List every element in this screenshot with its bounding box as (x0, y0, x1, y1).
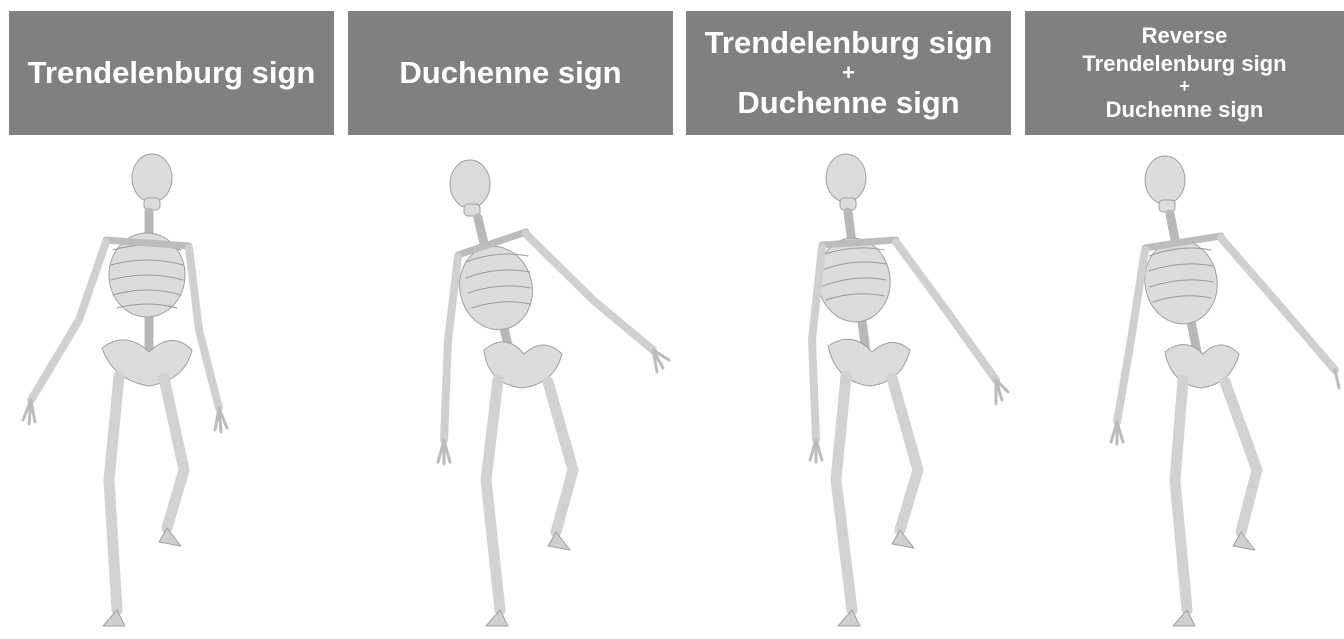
title-line: Trendelenburg sign (28, 55, 316, 91)
panel-title: Duchenne sign (348, 11, 673, 135)
title-line: Duchenne sign (399, 55, 621, 91)
panel-title: Trendelenburg sign (9, 11, 334, 135)
skeleton-figure (686, 140, 1011, 639)
skeleton-reverse-trendelenburg-duchenne-svg (1025, 140, 1344, 639)
skeleton-figure (9, 140, 334, 639)
skeleton-trendelenburg-svg (9, 140, 334, 639)
title-line: Duchenne sign (1106, 96, 1264, 124)
title-line: Trendelenburg sign (1082, 50, 1286, 78)
skeleton-trendelenburg-duchenne-svg (686, 140, 1011, 639)
panel-title: Reverse Trendelenburg sign + Duchenne si… (1025, 11, 1344, 135)
skeleton-duchenne-svg (348, 140, 673, 639)
title-line: Reverse (1142, 22, 1228, 50)
panel-trendelenburg: Trendelenburg sign (9, 0, 334, 639)
skeleton-figure (1025, 140, 1344, 639)
title-line: Duchenne sign (737, 85, 959, 121)
panel-title: Trendelenburg sign + Duchenne sign (686, 11, 1011, 135)
panel-trendelenburg-duchenne: Trendelenburg sign + Duchenne sign (686, 0, 1011, 639)
panel-reverse-trendelenburg-duchenne: Reverse Trendelenburg sign + Duchenne si… (1025, 0, 1344, 639)
title-line: Trendelenburg sign (705, 25, 993, 61)
title-line: + (1179, 77, 1190, 96)
title-line: + (842, 61, 855, 85)
panel-duchenne: Duchenne sign (348, 0, 673, 639)
skeleton-figure (348, 140, 673, 639)
